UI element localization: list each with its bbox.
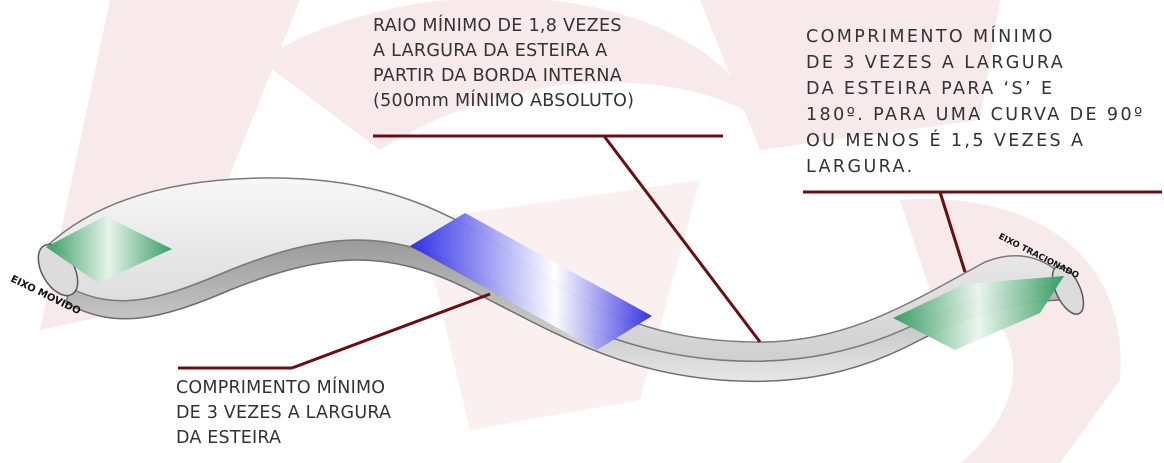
leader-radius-pointer <box>602 135 762 343</box>
blue-zone <box>410 213 652 350</box>
leader-bottom-diagonal <box>291 292 491 370</box>
green-zone-left <box>46 216 172 283</box>
leader-lines <box>178 134 1162 370</box>
radius-annotation: RAIO MÍNIMO DE 1,8 VEZES A LARGURA DA ES… <box>373 16 635 111</box>
length-annotation-top-right: COMPRIMENTO MÍNIMO DE 3 VEZES A LARGURA … <box>806 27 1145 177</box>
length-annotation-bottom: COMPRIMENTO MÍNIMO DE 3 VEZES A LARGURA … <box>176 378 392 448</box>
leader-top-right-pointer <box>938 191 967 273</box>
green-zone-right <box>893 276 1064 350</box>
